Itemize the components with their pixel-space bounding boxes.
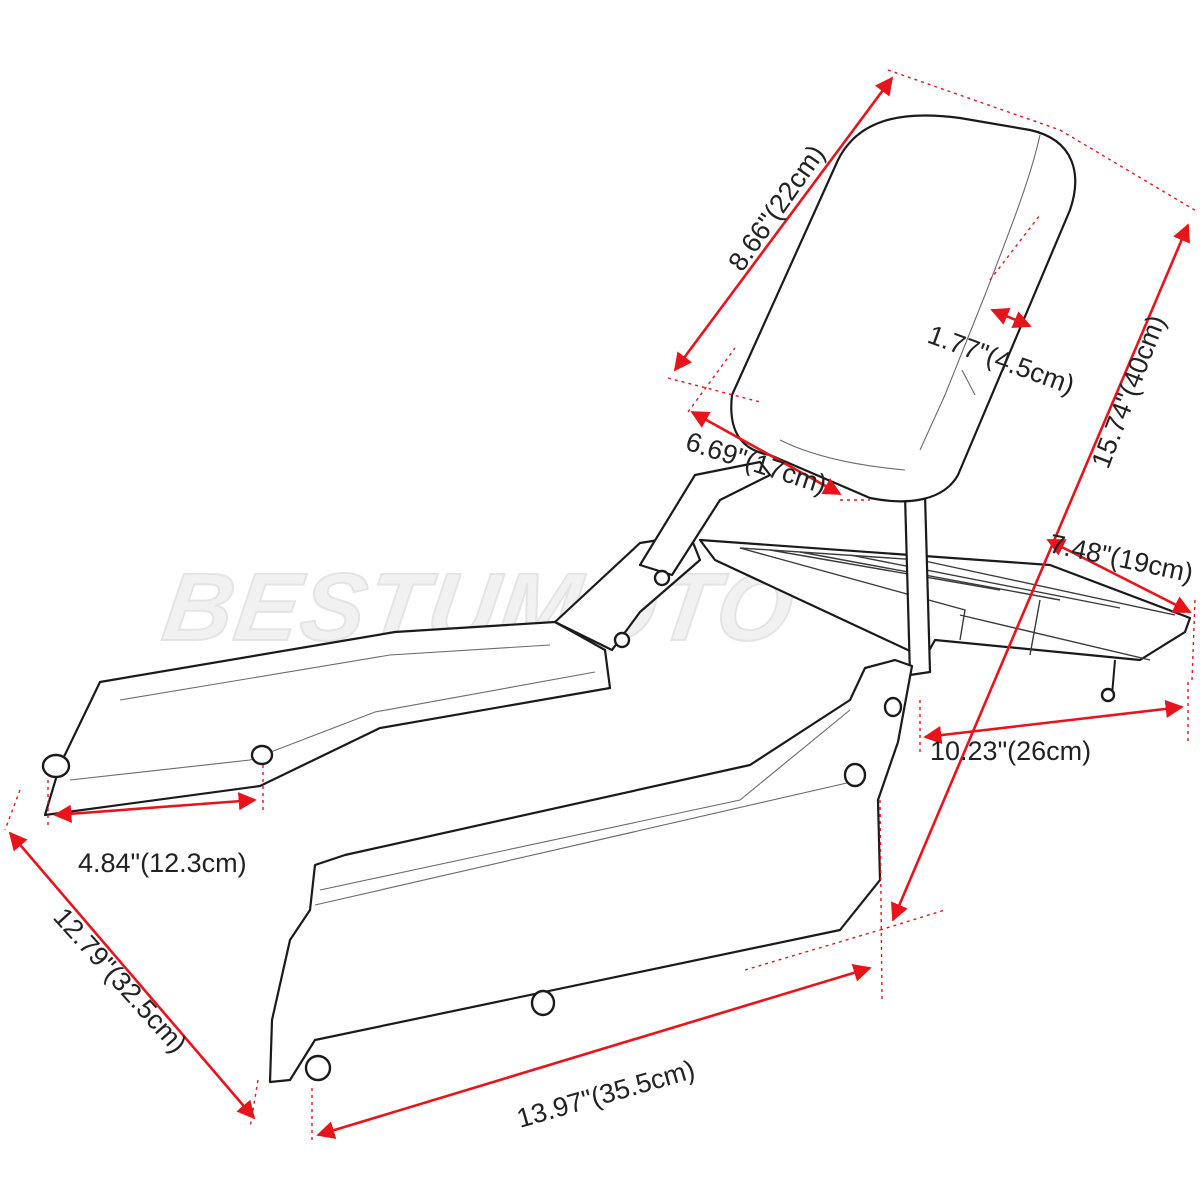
dim-hole-spacing (53, 792, 257, 823)
hole-2 (250, 744, 274, 766)
dim-rack-width (1046, 538, 1192, 614)
hole-4 (843, 762, 867, 788)
dim-total-height (891, 223, 1190, 922)
dimension-lines (4, 69, 1199, 1140)
watermark-text: BESTUMOTO (157, 554, 802, 660)
dim-pad-width (690, 410, 842, 496)
bolt-2 (613, 631, 631, 649)
dim-rack-length (923, 699, 1184, 745)
label-plate-width: 12.79"(32.5cm) (48, 902, 193, 1059)
hole-1 (41, 753, 71, 779)
label-rack-length: 10.23"(26cm) (930, 736, 1091, 766)
bolt-1 (653, 569, 671, 587)
label-hole-spacing: 4.84"(12.3cm) (78, 848, 247, 878)
dim-plate-length (316, 964, 872, 1139)
hole-5 (530, 989, 556, 1017)
left-mount-plate (43, 620, 612, 817)
backrest-frame-right (903, 493, 932, 677)
label-total-height: 15.74"(40cm) (1086, 311, 1172, 472)
hole-6 (304, 1054, 332, 1082)
dim-pad-thickness (990, 307, 1032, 329)
dim-backrest-height (673, 76, 894, 372)
hole-3 (883, 696, 903, 718)
dim-plate-width (8, 831, 256, 1120)
